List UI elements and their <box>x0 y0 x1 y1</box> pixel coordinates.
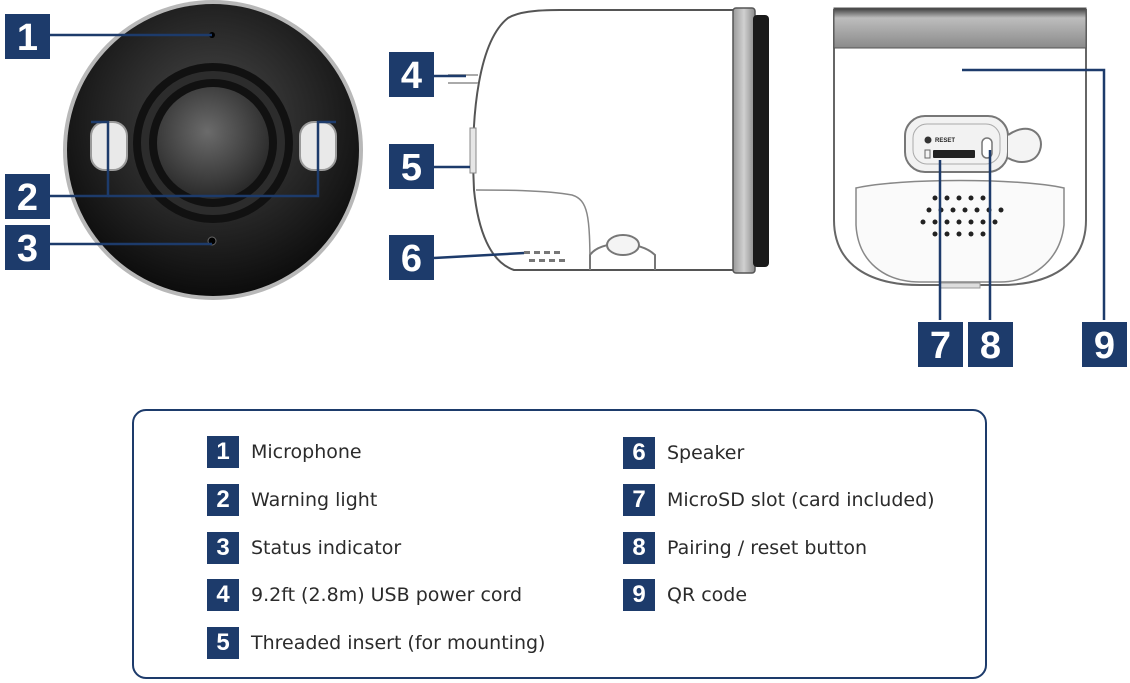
reset-label: RESET <box>935 138 955 144</box>
legend-label: Pairing / reset button <box>667 537 868 559</box>
svg-text:9: 9 <box>1094 325 1115 367</box>
callout-7: 7 <box>918 322 963 367</box>
svg-text:1: 1 <box>17 17 38 59</box>
legend-badge: 2 <box>207 484 239 516</box>
callout-2: 2 <box>5 174 50 219</box>
speaker-holes-icon <box>524 251 565 262</box>
legend-item-threaded-insert: 5 Threaded insert (for mounting) <box>207 626 545 660</box>
legend-label: QR code <box>667 584 748 606</box>
callout-9: 9 <box>1082 322 1127 367</box>
callout-1: 1 <box>5 14 50 59</box>
svg-text:5: 5 <box>401 147 422 189</box>
callout-8: 8 <box>968 322 1013 367</box>
callout-5: 5 <box>389 144 434 189</box>
legend-badge: 1 <box>207 436 239 468</box>
svg-text:3: 3 <box>17 228 38 270</box>
camera-back-view: RESET <box>833 7 1087 289</box>
legend-badge: 5 <box>207 627 239 659</box>
legend-badge: 7 <box>623 484 655 516</box>
legend-item-pairing-reset-button: 8 Pairing / reset button <box>623 531 867 565</box>
legend-item-microsd-slot: 7 MicroSD slot (card included) <box>623 483 935 517</box>
legend-item-usb-power-cord: 4 9.2ft (2.8m) USB power cord <box>207 578 522 612</box>
legend-box: 1 Microphone 2 Warning light 3 Status in… <box>132 409 987 679</box>
legend-label: MicroSD slot (card included) <box>667 489 935 511</box>
camera-diagram: RESET 1 <box>5 0 1127 367</box>
legend-badge: 4 <box>207 579 239 611</box>
svg-text:8: 8 <box>980 325 1001 367</box>
callout-4: 4 <box>389 52 434 97</box>
legend-badge: 3 <box>207 532 239 564</box>
legend-badge: 6 <box>623 437 655 469</box>
legend-item-speaker: 6 Speaker <box>623 436 744 470</box>
legend-label: Warning light <box>251 489 378 511</box>
svg-text:4: 4 <box>401 55 422 97</box>
legend-badge: 9 <box>623 579 655 611</box>
microsd-slot <box>933 150 975 158</box>
legend-label: 9.2ft (2.8m) USB power cord <box>251 584 523 606</box>
legend-item-microphone: 1 Microphone <box>207 435 362 469</box>
svg-text:7: 7 <box>930 325 951 367</box>
legend-label: Threaded insert (for mounting) <box>251 632 546 654</box>
legend-label: Status indicator <box>251 537 402 559</box>
legend-item-status-indicator: 3 Status indicator <box>207 531 401 565</box>
svg-text:6: 6 <box>401 238 422 280</box>
back-speaker-grille-icon <box>920 195 1004 237</box>
callout-3: 3 <box>5 225 50 270</box>
leader-lines <box>50 33 1106 320</box>
legend-item-qr-code: 9 QR code <box>623 578 747 612</box>
legend-badge: 8 <box>623 532 655 564</box>
camera-side-view <box>448 7 769 274</box>
legend-label: Speaker <box>667 442 745 464</box>
legend-item-warning-light: 2 Warning light <box>207 483 377 517</box>
callout-6: 6 <box>389 235 434 280</box>
svg-text:2: 2 <box>17 177 38 219</box>
legend-label: Microphone <box>251 441 362 463</box>
